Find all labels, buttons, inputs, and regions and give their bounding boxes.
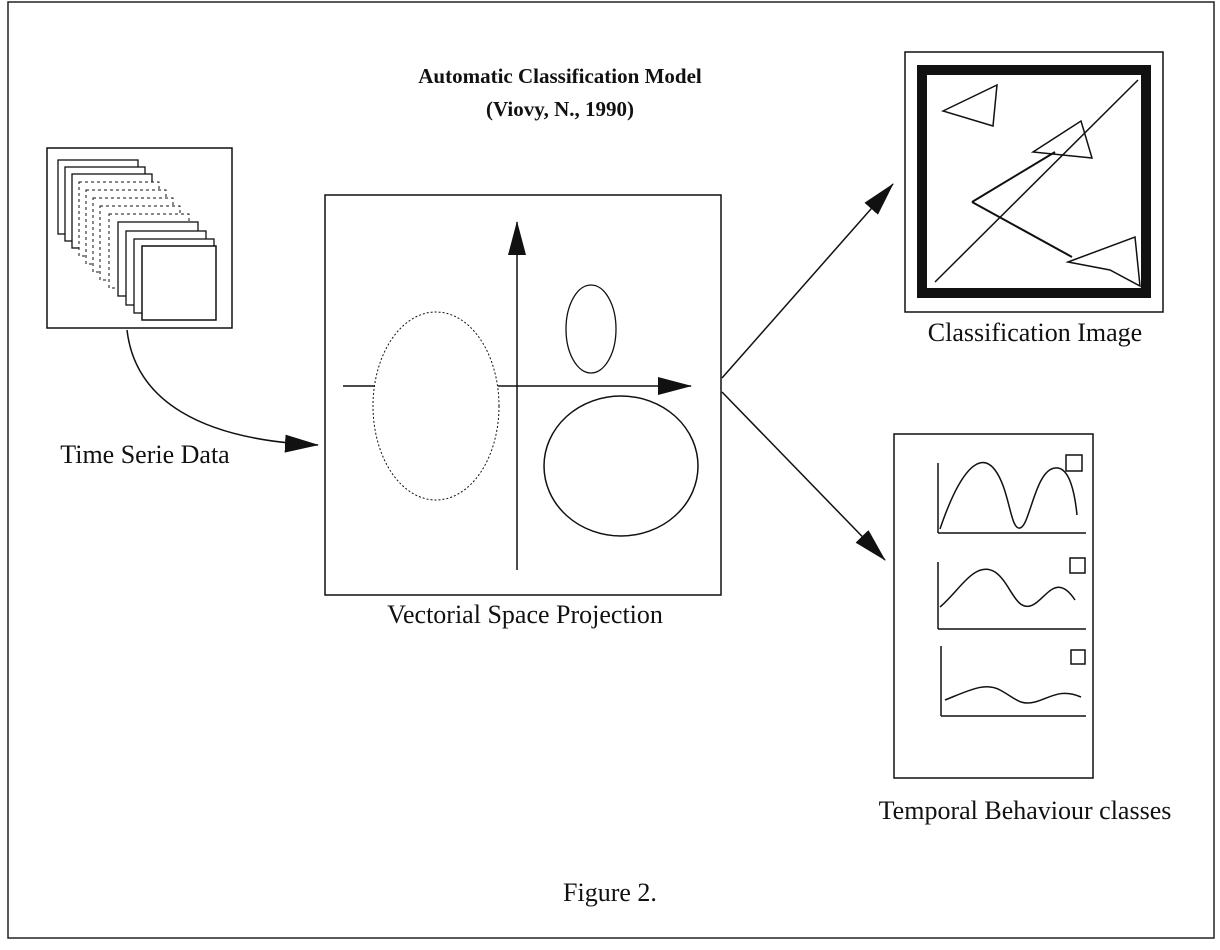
diagram-citation: (Viovy, N., 1990) [486, 97, 634, 121]
diagram-title: Automatic Classification Model [418, 64, 702, 88]
time-series-stack-icon [46, 147, 233, 329]
classification-image-box [904, 51, 1164, 313]
vectorial-space-projection-box [324, 194, 722, 596]
outer-border [7, 1, 1215, 939]
edge-projection-to-temporal [721, 391, 886, 561]
figure-caption: Figure 2. [563, 878, 657, 907]
classification-node-label: Classification Image [927, 318, 1143, 347]
temporal-node-label: Temporal Behaviour classes [878, 796, 1172, 825]
temporal-behaviour-box [893, 433, 1094, 779]
projection-node-label: Vectorial Space Projection [387, 600, 663, 629]
edge-projection-to-classification [721, 183, 894, 379]
edge-input-to-projection [126, 329, 319, 453]
input-node-label: Time Serie Data [60, 440, 230, 469]
